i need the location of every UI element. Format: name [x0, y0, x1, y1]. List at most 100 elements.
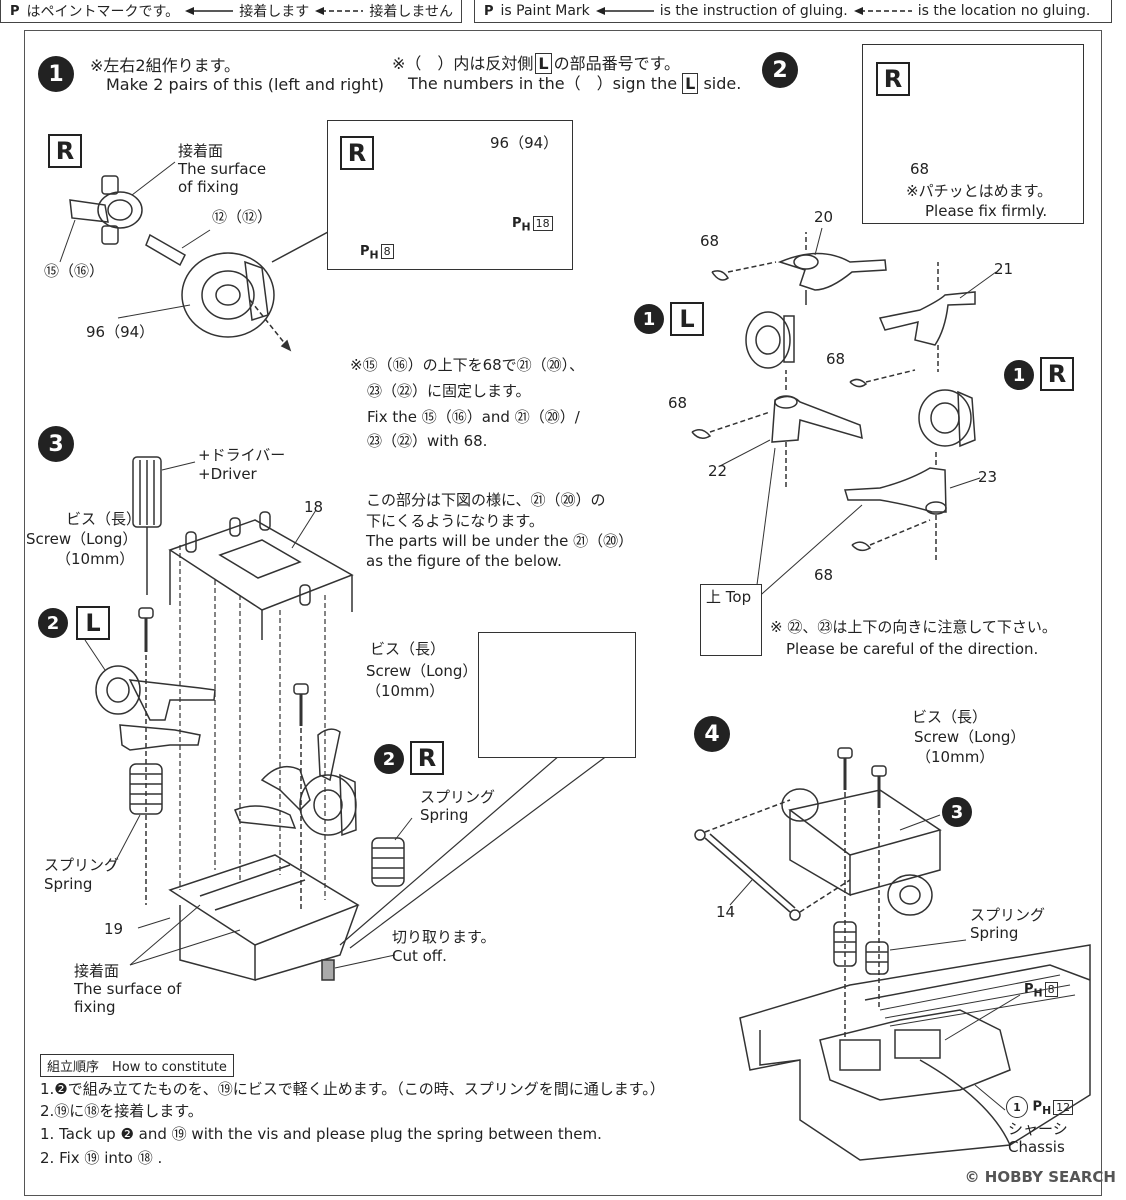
howto-en-2: 2. Fix ⑲ into ⑱ .: [40, 1149, 163, 1167]
step-4-badge: 4: [694, 716, 730, 752]
top-label: 上 Top: [706, 588, 752, 606]
step-2-badge: 2: [762, 52, 798, 88]
spring-label-en: Spring: [44, 875, 93, 893]
screw-size: （10mm）: [56, 550, 135, 568]
howto-jp-1: 1.❷で組み立てたものを、⑲にビスで軽く止めます。（この時、スプリングを間に通し…: [40, 1080, 665, 1098]
chassis-label-en: Chassis: [1008, 1138, 1065, 1156]
inset-part-96-label: 96（94）: [490, 134, 559, 152]
under-note-en-2: as the figure of the below.: [366, 552, 562, 570]
under-note-jp-2: 下にくるようになります。: [366, 512, 544, 530]
spring2-label-jp: スプリング: [420, 788, 496, 806]
fix-note-en-2: ㉓（㉒）with 68.: [367, 432, 488, 450]
solid-arrow-icon: [185, 7, 234, 15]
under-note-en-1: The parts will be under the ㉑（⑳）: [366, 532, 634, 550]
step1-inset: [327, 120, 573, 270]
step1-note-en: Make 2 pairs of this (left and right): [106, 75, 384, 94]
part-96-label: 96（94）: [86, 323, 155, 341]
screw2-label-jp: ビス（長）: [370, 640, 446, 658]
fix-note-en-1: Fix the ⑮（⑯）and ㉑（⑳）/: [367, 408, 580, 426]
step3-inset: [478, 632, 636, 758]
screw2-size: （10mm）: [366, 682, 445, 700]
step3-right-knuckle: [234, 728, 357, 837]
legend-glue-text: 接着します: [239, 4, 310, 20]
step2-inset-note-en: Please fix firmly.: [925, 202, 1048, 220]
driver-label-jp: +ドライバー: [198, 446, 286, 464]
legend-paint-text: はペイントマークです。: [26, 4, 180, 20]
step3-ref-2-left: 2: [38, 608, 68, 638]
cut-label-en: Cut off.: [392, 947, 447, 965]
step1-note-jp: ※左右2組作ります。: [90, 56, 240, 75]
step2-part-68-a: 68: [700, 232, 720, 250]
step2-side-l: L: [670, 302, 704, 336]
part-19-label: 19: [104, 920, 124, 938]
step4-screws: [837, 747, 887, 1040]
legend-jp: P はペイントマークです。 接着します 接着しません: [0, 0, 462, 23]
fix-note-jp-2: ㉓（㉒）に固定します。: [367, 382, 531, 400]
step3-side-r: R: [410, 741, 444, 775]
top-indicator-box: [700, 584, 762, 656]
step2-inset-part-68: 68: [910, 160, 930, 178]
spring2-label-en: Spring: [420, 806, 469, 824]
step-3-badge: 3: [38, 426, 74, 462]
step1-knuckle-drawing: [69, 175, 292, 352]
direction-note-en: Please be careful of the direction.: [786, 640, 1039, 658]
step1-inset-side-r: R: [340, 136, 374, 170]
dashed-arrow-icon: [315, 7, 364, 15]
step2-part-68-d: 68: [814, 566, 834, 584]
step4-part-14: 14: [716, 903, 736, 921]
surface-label-en-2: of fixing: [178, 178, 239, 196]
step2-part-68-c: 68: [668, 394, 688, 412]
step2-part-68-b: 68: [826, 350, 846, 368]
step3-guide-lines: [179, 545, 326, 900]
howto-jp-2: 2.⑲に⑱を接着します。: [40, 1102, 203, 1120]
mirror-note-en: The numbers in the（ ）sign the L side.: [408, 73, 742, 94]
under-note-jp-1: この部分は下図の様に、㉑（⑳）の: [366, 491, 606, 509]
legend-paint-text: is Paint Mark: [500, 3, 590, 19]
step4-spring-en: Spring: [970, 924, 1019, 942]
step4-tie-rod-14: [694, 799, 851, 921]
screw2-label-en: Screw（Long）: [366, 662, 478, 680]
step2-ref-1-left: 1: [634, 304, 664, 334]
step4-springs: [833, 921, 967, 975]
step2-part-22: 22: [708, 462, 728, 480]
driver-label-en: +Driver: [198, 465, 257, 483]
step2-inset-side-r: R: [876, 62, 910, 96]
step4-screw-jp: ビス（長）: [912, 708, 988, 726]
surface-label-jp: 接着面: [178, 142, 224, 160]
step2-ref-1-right: 1: [1004, 360, 1034, 390]
step3-left-knuckle: [84, 639, 216, 751]
fix-note-jp-1: ※⑮（⑯）の上下を68で㉑（⑳）、: [350, 356, 585, 374]
instruction-frame: [24, 30, 1102, 1196]
watermark: © HOBBY SEARCH: [964, 1168, 1116, 1186]
step4-chassis-drawing: [739, 944, 1091, 1161]
solid-arrow-icon: [595, 7, 654, 15]
direction-note-jp: ※ ㉒、㉓は上下の向きに注意して下さい。: [770, 618, 1057, 636]
surface3-label-en-1: The surface of: [74, 980, 182, 998]
step2-side-r: R: [1040, 357, 1074, 391]
cut-label-jp: 切り取ります。: [392, 928, 496, 946]
screw-label-jp: ビス（長）: [66, 510, 142, 528]
surface3-label-jp: 接着面: [74, 962, 120, 980]
chassis-label-jp: シャーシ: [1008, 1120, 1068, 1138]
step4-screw-size: （10mm）: [916, 748, 995, 766]
step2-inset-note-jp: ※パチッとはめます。: [906, 182, 1053, 200]
step3-side-l: L: [76, 606, 110, 640]
legend-en: P is Paint Mark is the instruction of gl…: [474, 0, 1112, 23]
legend-no-glue-text: is the location no gluing.: [917, 3, 1091, 19]
step3-frame-19-drawing: [129, 854, 396, 981]
step3-screws: [138, 607, 309, 910]
surface3-label-en-2: fixing: [74, 998, 116, 1016]
step1-side-r: R: [48, 134, 82, 168]
step4-ref-3: 3: [942, 797, 972, 827]
howto-en-1: 1. Tack up ❷ and ⑲ with the vis and plea…: [40, 1125, 602, 1143]
howto-heading: 組立順序 How to constitute: [40, 1054, 234, 1077]
part-18-label: 18: [304, 498, 324, 516]
step-1-badge: 1: [38, 56, 74, 92]
dashed-arrow-icon: [853, 7, 912, 15]
part-12-label: ⑫（⑫）: [212, 208, 273, 226]
step3-frame-18-drawing: [168, 509, 354, 640]
